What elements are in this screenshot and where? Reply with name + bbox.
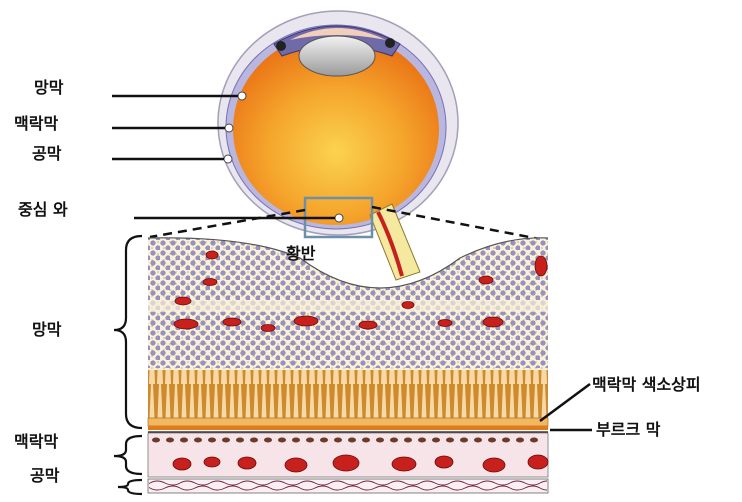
label-retina-eye: 망막 [34,78,64,97]
eyeball [217,10,459,281]
zoom-lines [149,205,546,242]
label-choroid-eye: 맥락막 [14,114,59,133]
label-sclera-section: 공막 [30,466,60,485]
leader-lines [112,94,335,220]
layer-braces [113,234,143,496]
label-choroid-section: 맥락막 [14,432,59,451]
label-rpe: 맥락막 색소상피 [592,375,701,394]
right-pointer-lines [539,382,592,432]
choroid-vessels [172,454,549,473]
label-retina-section: 망막 [32,320,62,339]
label-sclera-eye: 공막 [32,144,62,163]
retina-cross-section [147,237,549,494]
label-macula: 황반 [286,244,316,263]
choroid-capillary-row [152,437,538,443]
label-bruch-membrane: 부르크 막 [596,420,661,439]
label-fovea: 중심 와 [18,200,68,219]
